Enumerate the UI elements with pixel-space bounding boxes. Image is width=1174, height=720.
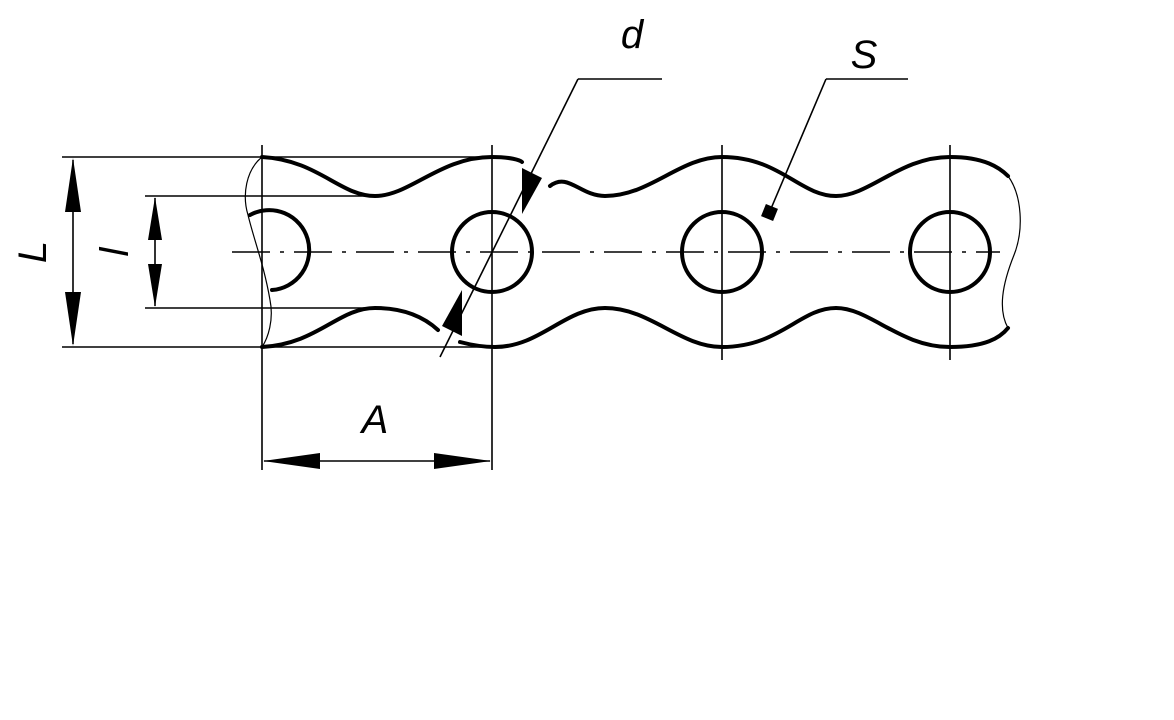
leader-d-line [439,78,579,358]
dimension-L: L [11,156,492,348]
label-S: S [851,33,878,77]
strip-top-edge [260,155,1010,198]
arrow-A-left [263,453,320,469]
strip-right-break [1001,175,1021,329]
leader-S-dot [761,204,778,221]
leader-d: d [439,13,662,358]
dimension-l: l [93,195,375,309]
arrow-d-bottom [442,290,462,336]
label-l: l [93,246,137,256]
arrow-l-bottom [148,264,162,307]
label-L: L [11,241,55,263]
arrow-A-right [434,453,491,469]
arrow-l-top [148,197,162,240]
label-A: A [360,398,389,442]
holes [248,208,992,294]
center-lines [232,145,1000,470]
arrow-L-top [65,158,81,212]
strip-left-break [244,156,272,348]
leader-S: S [761,33,908,221]
strip-bottom-edge [260,306,1010,349]
arrow-L-bottom [65,292,81,346]
half-hole-left [248,208,312,292]
dimension-A: A [263,398,491,469]
arrow-d-top [522,168,542,214]
label-d: d [621,13,645,57]
leader-S-line [769,78,827,212]
